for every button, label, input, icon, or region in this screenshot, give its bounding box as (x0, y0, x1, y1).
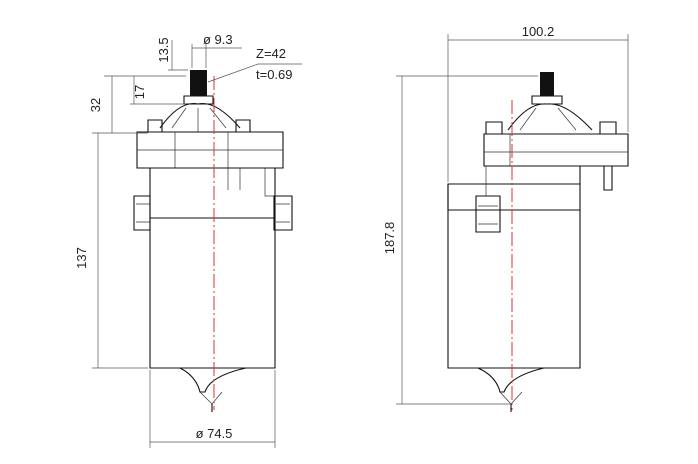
gear-thickness-label: t=0.69 (256, 67, 293, 82)
dim-shaft-diameter: ø 9.3 (203, 32, 233, 47)
dim-overall-height: 187.8 (382, 222, 397, 255)
dim-body-diameter: ø 74.5 (196, 426, 233, 441)
dim-body-height: 137 (74, 247, 89, 269)
front-view (133, 70, 293, 412)
side-bearing-boss (477, 367, 545, 393)
dim-shaft-height: 17 (132, 85, 147, 99)
side-output-shaft (540, 72, 554, 96)
gear-housing (136, 131, 284, 169)
motor-can (149, 167, 276, 369)
output-shaft (190, 70, 207, 96)
connector-tab (603, 165, 613, 191)
side-motor-can (447, 183, 581, 369)
dim-top-height: 32 (88, 98, 103, 112)
front-view-dimensions: 137 32 17 13.5 ø 9.3 Z=42 t=0.69 ø 74.5 (74, 32, 302, 448)
dim-shaft-length: 13.5 (156, 37, 171, 62)
dim-overall-width: 100.2 (522, 24, 555, 39)
side-gear-housing (483, 133, 629, 167)
side-gear-head (507, 103, 593, 131)
gear-teeth-label: Z=42 (256, 46, 286, 61)
side-view (447, 72, 629, 412)
bearing-boss (179, 367, 247, 393)
side-view-dimensions: 100.2 187.8 (382, 24, 629, 405)
gear-head (159, 102, 241, 129)
